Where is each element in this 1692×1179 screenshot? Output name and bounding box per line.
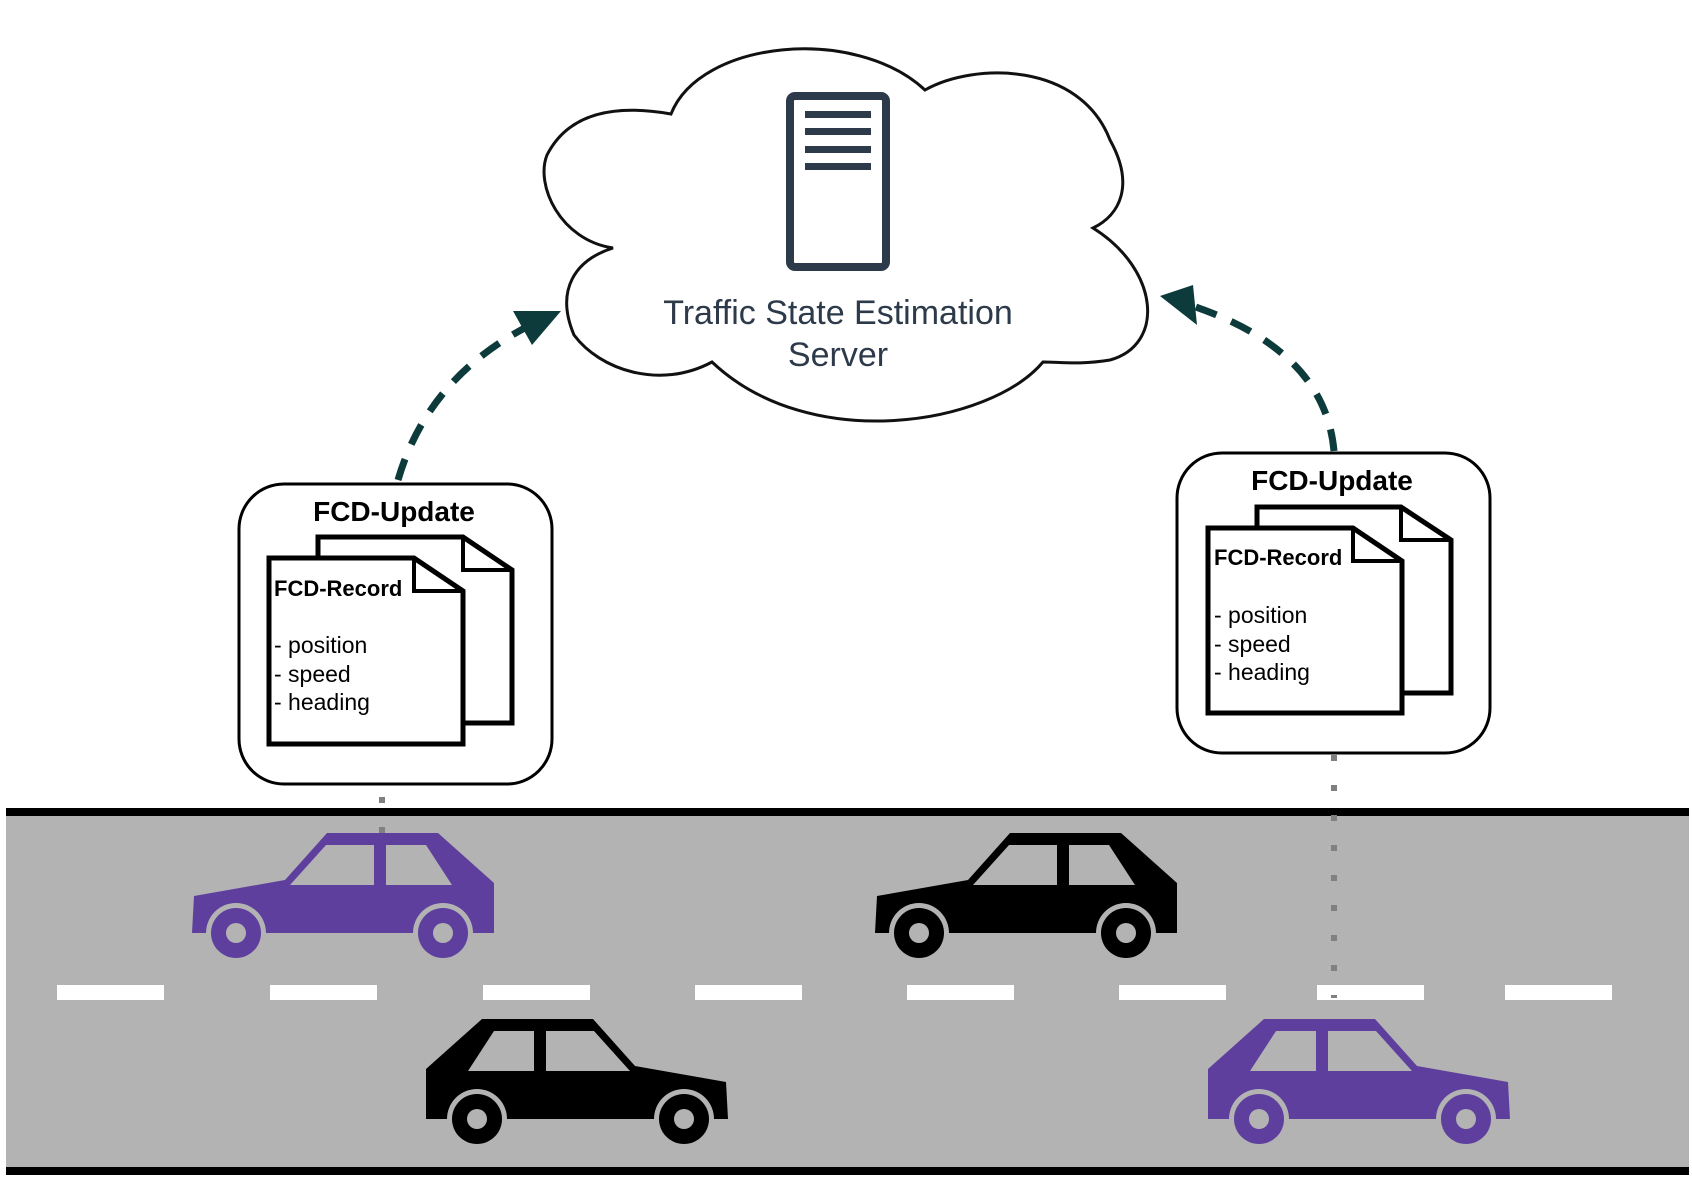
fcd-field-position: - position [1214, 602, 1307, 628]
road [6, 808, 1689, 1175]
fcd-field-heading: - heading [1214, 659, 1310, 685]
fcd-field-speed: - speed [1214, 631, 1291, 657]
server-title-line1: Traffic State Estimation [663, 294, 1013, 332]
fcd-record-front-page [1205, 525, 1405, 716]
road-edge-bottom [6, 1167, 1689, 1175]
road-edge-top [6, 808, 1689, 816]
fcd-update-box-left: FCD-Update FCD-Record - position - speed… [237, 482, 554, 786]
fcd-record-title: FCD-Record [1214, 545, 1342, 570]
fcd-update-title: FCD-Update [313, 496, 475, 527]
upload-arrow-left [394, 311, 561, 481]
server-title-line2: Server [788, 336, 888, 374]
fcd-update-box-right: FCD-Update FCD-Record - position - speed… [1175, 451, 1492, 755]
fcd-field-heading: - heading [274, 689, 370, 715]
arrowhead-right-icon [1160, 285, 1197, 325]
fcd-record-front-page [266, 555, 466, 747]
fcd-field-speed: - speed [274, 661, 351, 687]
upload-arrow-right [1160, 285, 1338, 452]
fcd-record-title: FCD-Record [274, 576, 402, 601]
fcd-update-title: FCD-Update [1251, 465, 1413, 496]
server-icon [786, 92, 890, 271]
arrowhead-left-icon [513, 311, 561, 345]
fcd-field-position: - position [274, 632, 367, 658]
lane-divider [57, 985, 1612, 1000]
